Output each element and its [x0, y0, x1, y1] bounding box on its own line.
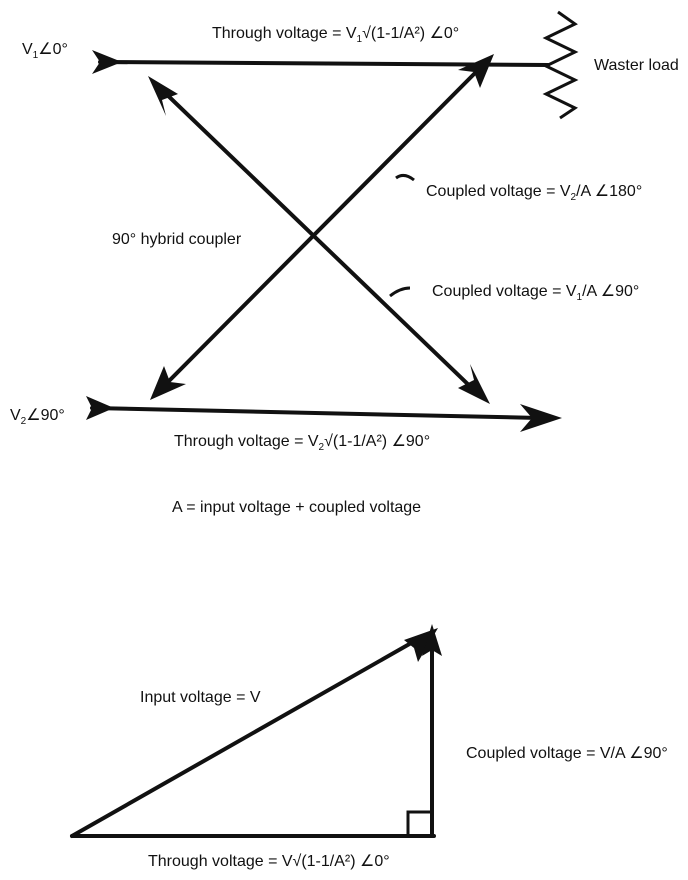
through-voltage-bottom-label: Through voltage = V2√(1-1/A²) ∠90° [174, 433, 430, 453]
coupled-v2-leader [395, 173, 415, 182]
v2-through-line [90, 406, 542, 420]
v1-input-label: V1∠0° [22, 41, 68, 61]
v1-input-arrowhead [92, 50, 122, 74]
input-voltage-vector [70, 636, 422, 838]
through-voltage-vector-label: Through voltage = V√(1-1/A²) ∠0° [148, 853, 390, 870]
definition-of-a: A = input voltage + coupled voltage [172, 499, 421, 516]
through-output-arrowhead [520, 404, 562, 432]
input-voltage-label: Input voltage = V [140, 689, 261, 706]
coupled-voltage-vector-label: Coupled voltage = V/A ∠90° [466, 745, 668, 762]
diagonal-b-arrowhead-upper [458, 54, 494, 88]
coupler-diagonal-b [160, 64, 484, 390]
diagonal-b-arrowhead-lower [150, 366, 186, 400]
hybrid-coupler-label: 90° hybrid coupler [112, 231, 242, 248]
coupled-voltage-v1-label: Coupled voltage = V1/A ∠90° [432, 283, 639, 303]
coupled-voltage-v2-label: Coupled voltage = V2/A ∠180° [426, 183, 642, 203]
coupled-vector-arrowhead [422, 624, 442, 656]
coupler-diagonal-a [158, 86, 478, 394]
waster-load-resistor [542, 10, 579, 120]
waster-load-label: Waster load [594, 57, 679, 74]
diagonal-a-arrowhead-lower [458, 364, 490, 404]
coupled-v1-leader [389, 286, 411, 298]
v2-input-arrowhead [86, 396, 114, 420]
diagonal-a-arrowhead-upper [148, 76, 178, 116]
right-angle-marker [406, 810, 432, 836]
through-voltage-top-label: Through voltage = V1√(1-1/A²) ∠0° [212, 25, 459, 45]
v2-input-label: V2∠90° [10, 407, 65, 427]
bottom-diagram: Input voltage = V Coupled voltage = V/A … [70, 624, 668, 870]
top-diagram: V1∠0° Through voltage = V1√(1-1/A²) ∠0° … [10, 10, 679, 516]
